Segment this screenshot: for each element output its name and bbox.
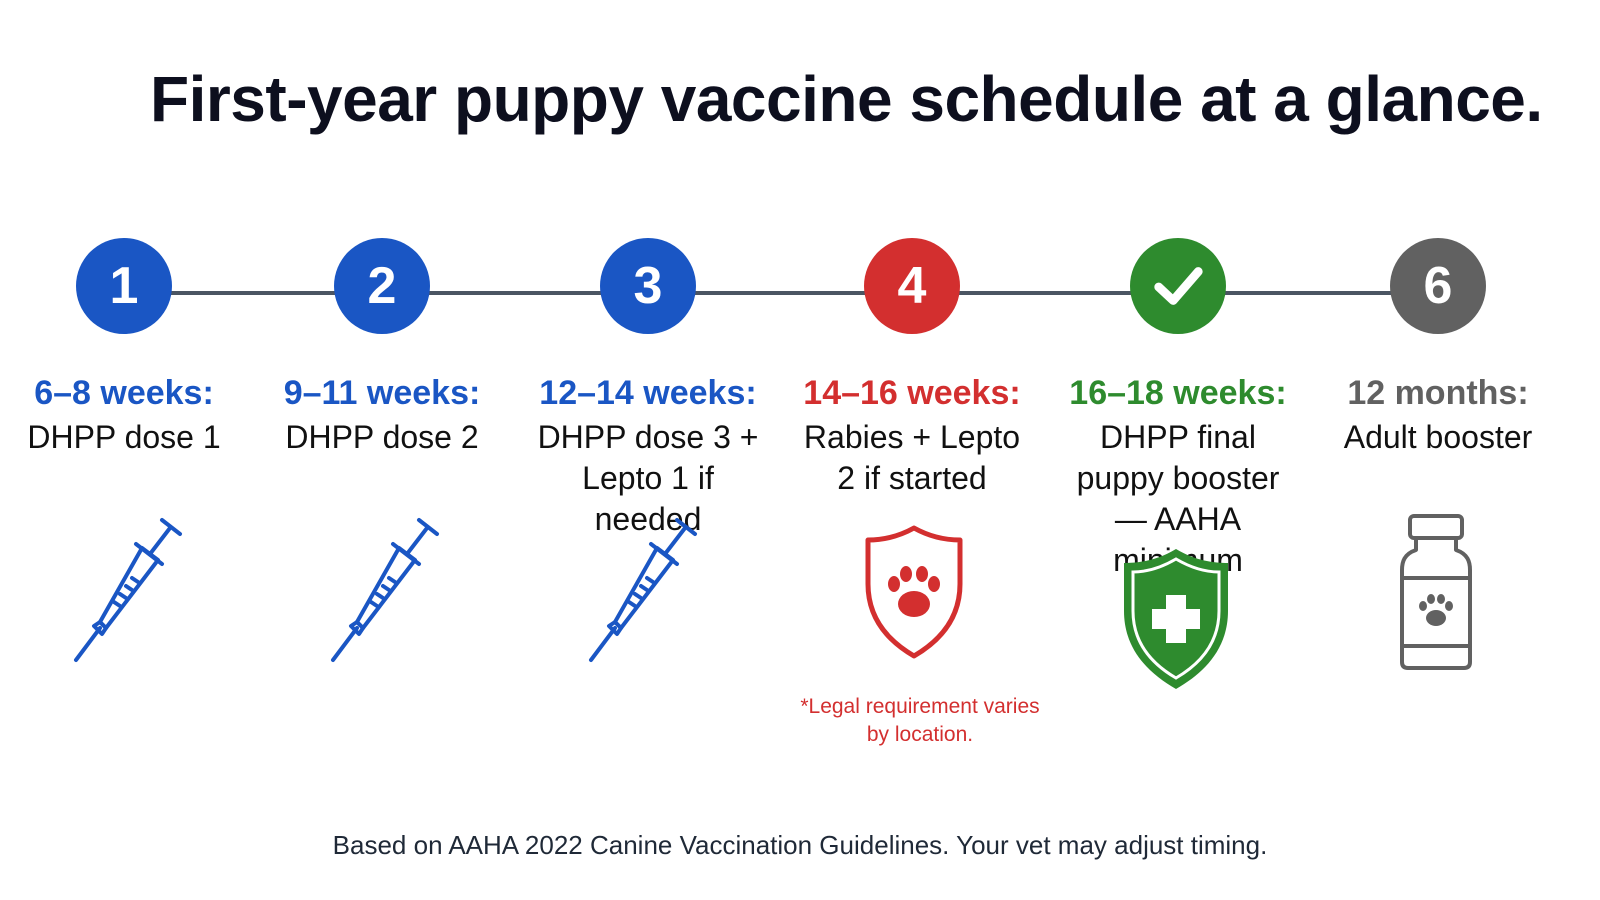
checkmark-icon bbox=[1154, 267, 1203, 305]
step-2-weeks: 9–11 weeks: bbox=[283, 374, 481, 412]
step-4-weeks: 14–16 weeks: bbox=[803, 374, 1021, 412]
page-title: First-year puppy vaccine schedule at a g… bbox=[150, 63, 1543, 135]
step-3-marker: 3 bbox=[600, 238, 696, 334]
step-5-weeks: 16–18 weeks: bbox=[1069, 374, 1287, 412]
timeline-step-1: 1 6–8 weeks: DHPP dose 1 bbox=[0, 238, 274, 458]
step-3-description: DHPP dose 3 + Lepto 1 if needed bbox=[537, 419, 759, 537]
step-4-marker: 4 bbox=[864, 238, 960, 334]
step-3-weeks: 12–14 weeks: bbox=[539, 374, 757, 412]
step-2-marker: 2 bbox=[334, 238, 430, 334]
step-1-description: DHPP dose 1 bbox=[27, 419, 221, 455]
step-1-weeks: 6–8 weeks: bbox=[34, 374, 214, 412]
timeline-step-2: 2 9–11 weeks: DHPP dose 2 bbox=[232, 238, 532, 458]
source-footnote: Based on AAHA 2022 Canine Vaccination Gu… bbox=[332, 830, 1268, 860]
timeline-line bbox=[125, 291, 1475, 295]
timeline-step-5: 16–18 weeks: DHPP final puppy booster — … bbox=[1028, 238, 1328, 581]
step-5-description: DHPP final puppy booster — AAHA minimum bbox=[1076, 419, 1280, 578]
timeline-step-3: 3 12–14 weeks: DHPP dose 3 + Lepto 1 if … bbox=[498, 238, 798, 540]
step-6-description: Adult booster bbox=[1343, 419, 1533, 455]
cross-shield-icon bbox=[1124, 549, 1228, 689]
step-4-description: Rabies + Lepto 2 if started bbox=[803, 419, 1021, 496]
timeline-step-6: 6 12 months: Adult booster bbox=[1288, 238, 1588, 458]
step-5-marker bbox=[1130, 238, 1226, 334]
step-1-marker: 1 bbox=[76, 238, 172, 334]
step-6-weeks: 12 months: bbox=[1347, 374, 1529, 412]
step-2-description: DHPP dose 2 bbox=[285, 419, 479, 455]
paw-shield-icon bbox=[865, 525, 963, 659]
vaccine-bottle-icon bbox=[1400, 514, 1472, 670]
legal-requirement-note: *Legal requirement varies by location. bbox=[800, 695, 1040, 746]
syringe-icon bbox=[74, 518, 182, 662]
timeline-step-4: 4 14–16 weeks: Rabies + Lepto 2 if start… bbox=[762, 238, 1062, 499]
syringe-icon bbox=[589, 518, 697, 662]
step-6-marker: 6 bbox=[1390, 238, 1486, 334]
syringe-icon bbox=[331, 518, 439, 662]
